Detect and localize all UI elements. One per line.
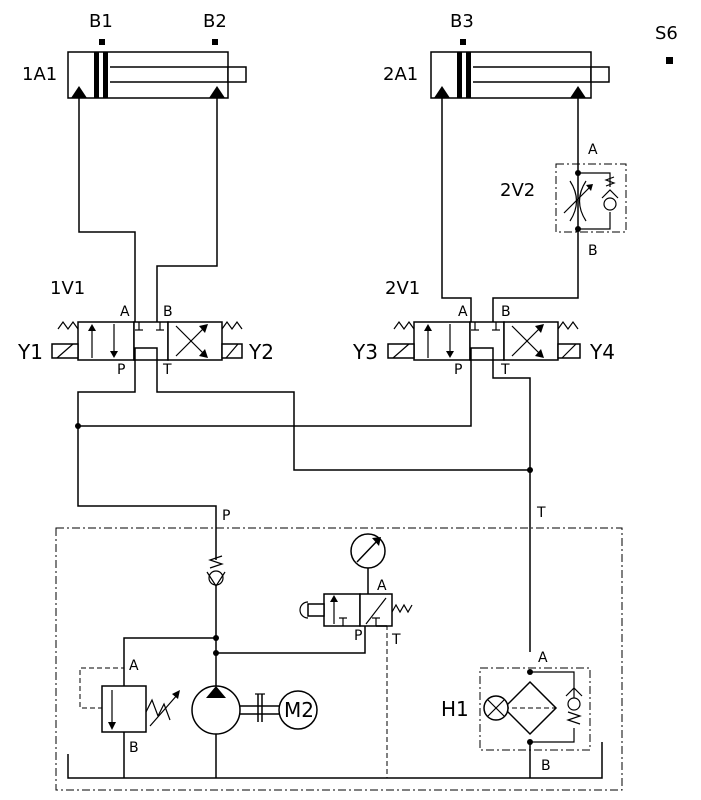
motor-m2-label: M2 [284,698,314,722]
sensor-b3-marker [460,39,466,45]
sensor-s6-marker [666,57,673,64]
sensor-b2-label: B2 [203,11,227,32]
power-unit-frame [55,527,623,791]
sensor-s6-label: S6 [655,23,678,44]
valve-2v1-port-t: T [500,362,510,378]
gauge-valve-port-p: P [354,628,362,644]
valve-2v1-port-a: A [458,304,468,320]
return-filter-h1 [479,667,591,778]
relief-valve-port-b: B [129,740,139,756]
solenoid-y3-label: Y3 [352,340,378,364]
valve-2v1-port-p: P [454,362,462,378]
valve-1v1-port-t: T [162,362,172,378]
cylinder-1a1-label: 1A1 [22,64,57,85]
flow-valve-port-b: B [588,243,598,259]
valve-1v1-port-b: B [163,304,173,320]
gauge-isolation-valve [299,593,413,627]
sensor-b2-marker [212,39,218,45]
flow-valve-port-a: A [588,142,598,158]
gauge-valve-port-t: T [391,632,401,648]
pressure-relief-valve [79,667,180,733]
tank [67,742,603,779]
valve-1v1-label: 1V1 [50,278,85,299]
cylinder-2a1-label: 2A1 [383,64,418,85]
sensor-b1-label: B1 [89,11,113,32]
supply-line-p: P [222,508,230,524]
filter-port-a: A [538,650,548,666]
sensor-b3-label: B3 [450,11,474,32]
pressure-gauge [350,533,386,594]
valve-2v1-label: 2V1 [385,278,420,299]
filter-h1-label: H1 [441,697,469,721]
supply-line-t: T [536,505,546,521]
hydraulic-pump [191,685,241,778]
pressure-check-valve [206,555,226,686]
electric-motor-m2 [278,690,318,730]
valve-1v1-port-p: P [117,362,125,378]
filter-port-b: B [541,758,551,774]
gauge-valve-port-a: A [377,578,387,594]
valve-1v1-port-a: A [120,304,130,320]
valve-2v1 [387,320,581,361]
cylinder-1a1 [67,39,247,99]
sensor-b1-marker [99,39,105,45]
solenoid-y2-label: Y2 [248,340,274,364]
valve-1v1 [51,320,243,361]
relief-valve-port-a: A [129,658,139,674]
valve-2v1-port-b: B [501,304,511,320]
flow-valve-2v2-label: 2V2 [500,180,535,201]
coupling [240,693,280,722]
solenoid-y4-label: Y4 [589,340,615,364]
solenoid-y1-label: Y1 [17,340,43,364]
cylinder-2a1 [430,39,610,99]
flow-control-valve-2v2 [555,163,627,233]
